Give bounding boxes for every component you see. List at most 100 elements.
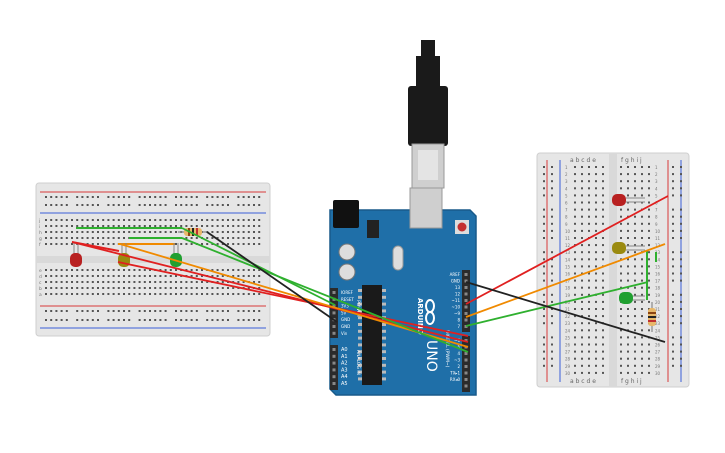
breadboard-hole xyxy=(169,231,172,233)
breadboard-hole xyxy=(634,229,636,232)
led-green-right[interactable] xyxy=(619,292,645,304)
breadboard-hole xyxy=(221,287,224,289)
digital-header-bottom[interactable] xyxy=(462,336,470,392)
breadboard-hole xyxy=(221,204,224,206)
breadboard-hole xyxy=(123,275,125,277)
breadboard-hole xyxy=(50,243,53,245)
breadboard-hole xyxy=(201,275,203,277)
wire-orange-right[interactable] xyxy=(465,243,666,318)
breadboard-right[interactable]: a b c d e f g h i j a b c d e f g h i j … xyxy=(536,152,690,388)
breadboard-hole xyxy=(588,244,590,247)
breadboard-hole xyxy=(595,272,597,275)
wire-green-right[interactable] xyxy=(465,281,649,327)
breadboard-hole xyxy=(595,300,597,303)
wire-black-right[interactable] xyxy=(465,281,666,343)
breadboard-hole xyxy=(112,287,115,289)
breadboard-hole xyxy=(543,187,545,190)
led-yellow-right[interactable] xyxy=(612,242,645,254)
breadboard-hole xyxy=(680,258,682,261)
breadboard-hole xyxy=(648,215,650,218)
usb-cable[interactable] xyxy=(408,40,448,189)
breadboard-hole xyxy=(164,275,167,277)
breadboard-hole xyxy=(206,219,209,221)
breadboard-hole xyxy=(595,343,597,346)
breadboard-hole xyxy=(641,215,643,218)
breadboard-hole xyxy=(680,357,682,360)
breadboard-hole xyxy=(551,308,553,310)
breadboard-hole xyxy=(581,265,583,268)
wire-black-a[interactable] xyxy=(206,231,338,323)
breadboard-hole xyxy=(620,272,622,275)
usb-socket[interactable] xyxy=(409,187,443,229)
breadboard-hole xyxy=(216,310,219,312)
chip-pin xyxy=(358,363,362,367)
breadboard-hole xyxy=(595,350,597,353)
breadboard-hole xyxy=(107,319,110,321)
analog-pin-label: A1 xyxy=(341,354,348,360)
breadboard-hole xyxy=(164,225,167,227)
analog-header[interactable] xyxy=(330,345,338,390)
breadboard-hole xyxy=(206,225,209,227)
breadboard-hole xyxy=(45,269,47,271)
breadboard-hole xyxy=(133,269,136,271)
wire-green-b[interactable] xyxy=(181,227,336,306)
breadboard-hole xyxy=(143,204,146,206)
breadboard-hole xyxy=(641,244,643,247)
resistor-right[interactable] xyxy=(648,302,656,332)
breadboard-hole xyxy=(138,275,141,277)
breadboard-hole xyxy=(164,231,167,233)
chip-pin xyxy=(382,357,386,360)
breadboard-hole xyxy=(602,286,604,289)
breadboard-hole xyxy=(595,336,597,339)
breadboard-hole xyxy=(97,204,99,206)
breadboard-hole xyxy=(627,173,629,176)
breadboard-hole xyxy=(175,319,177,321)
breadboard-hole xyxy=(648,279,650,282)
wire-red-b[interactable] xyxy=(117,261,469,337)
breadboard-hole xyxy=(128,196,131,198)
breadboard-hole xyxy=(65,196,68,198)
breadboard-right-row-label: 16 xyxy=(655,272,661,277)
wire-red-right[interactable] xyxy=(465,195,669,305)
led-red-right[interactable] xyxy=(612,194,645,206)
breadboard-hole xyxy=(602,215,604,218)
breadboard-hole xyxy=(123,196,125,198)
breadboard-hole xyxy=(185,219,188,221)
breadboard-hole xyxy=(602,166,604,168)
wire-green-a[interactable] xyxy=(181,237,469,353)
breadboard-hole xyxy=(680,237,682,239)
breadboard-hole xyxy=(543,279,545,282)
breadboard-hole xyxy=(159,204,162,206)
breadboard-hole xyxy=(65,293,68,295)
breadboard-hole xyxy=(65,219,68,221)
breadboard-hole xyxy=(602,371,604,374)
breadboard-hole xyxy=(588,279,590,282)
breadboard-hole xyxy=(149,287,151,289)
breadboard-hole xyxy=(149,219,151,221)
breadboard-hole xyxy=(221,319,224,321)
breadboard-hole xyxy=(60,231,63,233)
breadboard-hole xyxy=(627,194,629,197)
chip-pin xyxy=(382,323,386,326)
breadboard-left-col-label: e xyxy=(39,269,42,274)
led-red-left[interactable] xyxy=(70,243,82,267)
breadboard-hole xyxy=(258,231,261,233)
breadboard-hole xyxy=(190,225,193,227)
breadboard-hole xyxy=(258,293,261,295)
power-jack[interactable] xyxy=(333,200,359,228)
breadboard-hole xyxy=(50,204,53,206)
breadboard-hole xyxy=(86,319,89,321)
breadboard-hole xyxy=(149,231,151,233)
breadboard-hole xyxy=(672,166,674,168)
breadboard-hole xyxy=(247,237,250,239)
breadboard-hole xyxy=(195,204,198,206)
breadboard-hole xyxy=(581,329,583,332)
breadboard-hole xyxy=(258,281,261,283)
breadboard-hole xyxy=(91,231,94,233)
chip-pin xyxy=(382,336,386,340)
breadboard-right-row-label: 6 xyxy=(565,201,568,206)
breadboard-hole xyxy=(143,231,146,233)
breadboard-hole xyxy=(641,336,643,339)
